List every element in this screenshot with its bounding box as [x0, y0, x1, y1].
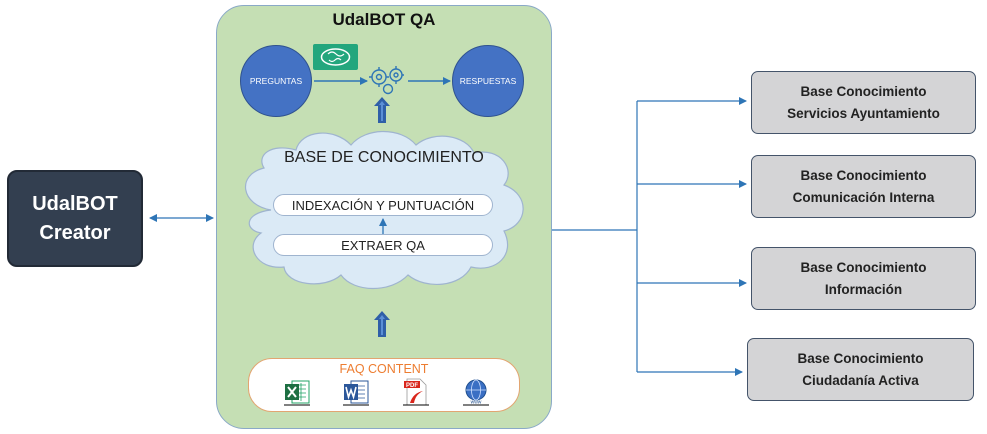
- creator-line2: Creator: [39, 221, 111, 244]
- kb-ciudadania-activa: Base Conocimiento Ciudadanía Activa: [747, 338, 974, 401]
- web-icon-text: www: [471, 400, 482, 406]
- kb-informacion: Base Conocimiento Información: [751, 247, 976, 310]
- excel-icon: [284, 380, 310, 406]
- gears-icon: [369, 66, 404, 95]
- respuestas-node: RESPUESTAS: [452, 45, 524, 117]
- faq-content-label: FAQ CONTENT: [339, 362, 429, 376]
- qa-panel-title: UdalBOT QA: [332, 10, 436, 29]
- kb-servicios-ayuntamiento: Base Conocimiento Servicios Ayuntamiento: [751, 71, 976, 134]
- svg-text:PDF: PDF: [406, 383, 418, 389]
- creator-line1: UdalBOT: [32, 192, 118, 215]
- indexing-step: INDEXACIÓN Y PUNTUACIÓN: [273, 194, 493, 216]
- pdf-icon: PDF: [403, 378, 429, 406]
- web-icon: www: [463, 379, 489, 406]
- up-block-arrow-bottom: [374, 311, 390, 337]
- kb-comunicacion-interna: Base Conocimiento Comunicación Interna: [751, 155, 976, 218]
- up-block-arrow-top: [374, 97, 390, 123]
- udalbot-creator-box: UdalBOT Creator: [7, 170, 143, 267]
- preguntas-node: PREGUNTAS: [240, 45, 312, 117]
- extract-qa-step: EXTRAER QA: [273, 234, 493, 256]
- word-icon: [343, 380, 369, 406]
- ai-brain-icon: [313, 44, 358, 70]
- knowledge-base-title: BASE DE CONOCIMIENTO: [284, 149, 484, 166]
